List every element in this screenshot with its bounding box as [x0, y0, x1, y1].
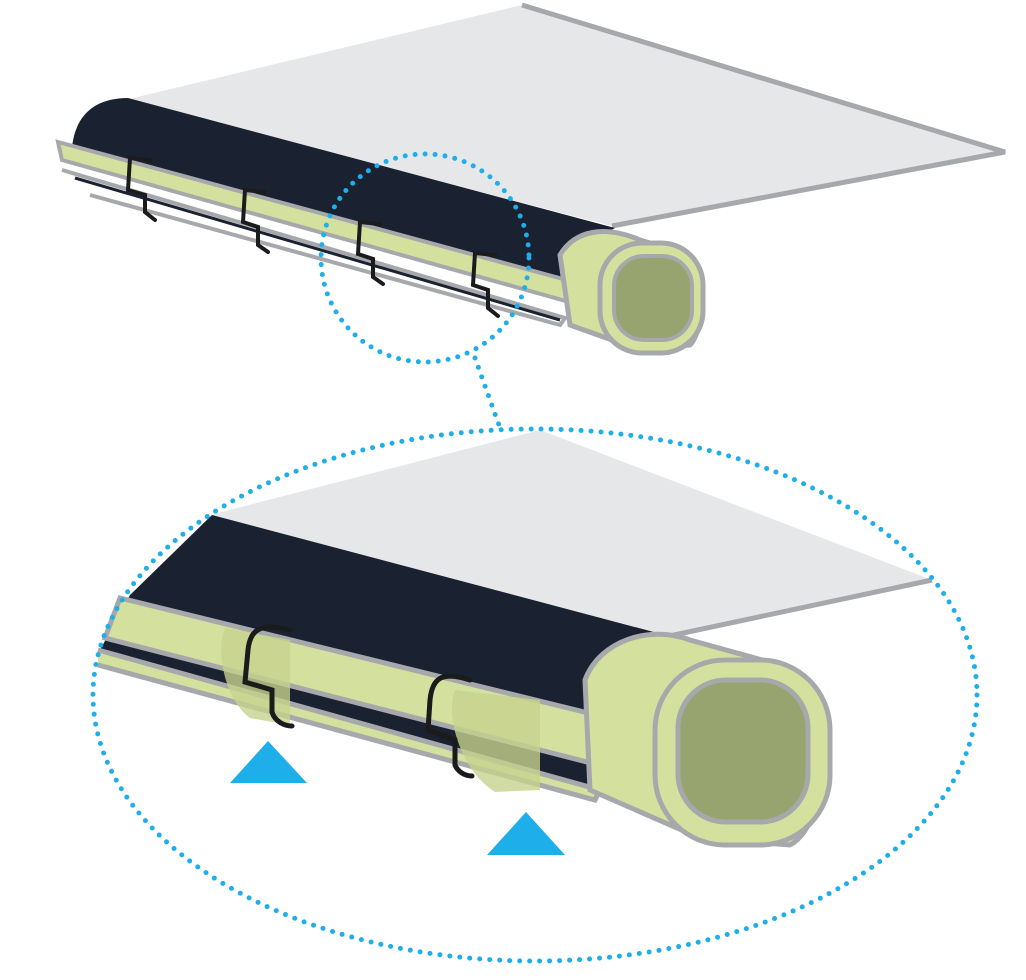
rail-sleeve — [451, 690, 540, 792]
tube-end-inner — [675, 677, 811, 825]
overview-binding — [55, 2, 1006, 431]
hook-icon — [240, 187, 270, 254]
hooks — [125, 155, 500, 318]
tube-end-inner — [612, 254, 694, 342]
rail-bottom — [61, 168, 569, 328]
hook-icon — [425, 673, 475, 779]
hook-icon — [470, 250, 500, 318]
hooks — [242, 624, 475, 779]
magnify-connector — [472, 355, 503, 431]
paper-edge — [659, 577, 933, 641]
paper-sheet — [210, 430, 932, 638]
magnify-ellipse — [90, 426, 980, 964]
paper-edge — [521, 2, 1006, 229]
hook-icon — [125, 155, 157, 222]
magnify-circle — [318, 151, 532, 365]
hook-icon — [242, 624, 295, 729]
triangle-marker-icon — [230, 741, 307, 783]
rail-sleeve — [221, 628, 290, 725]
cover-spine — [72, 98, 615, 300]
hook-icon — [355, 219, 385, 286]
detail-binding — [90, 426, 980, 964]
rail-dark-line — [74, 176, 561, 322]
paper-sheet — [125, 5, 1005, 226]
triangle-marker-icon — [487, 812, 565, 855]
